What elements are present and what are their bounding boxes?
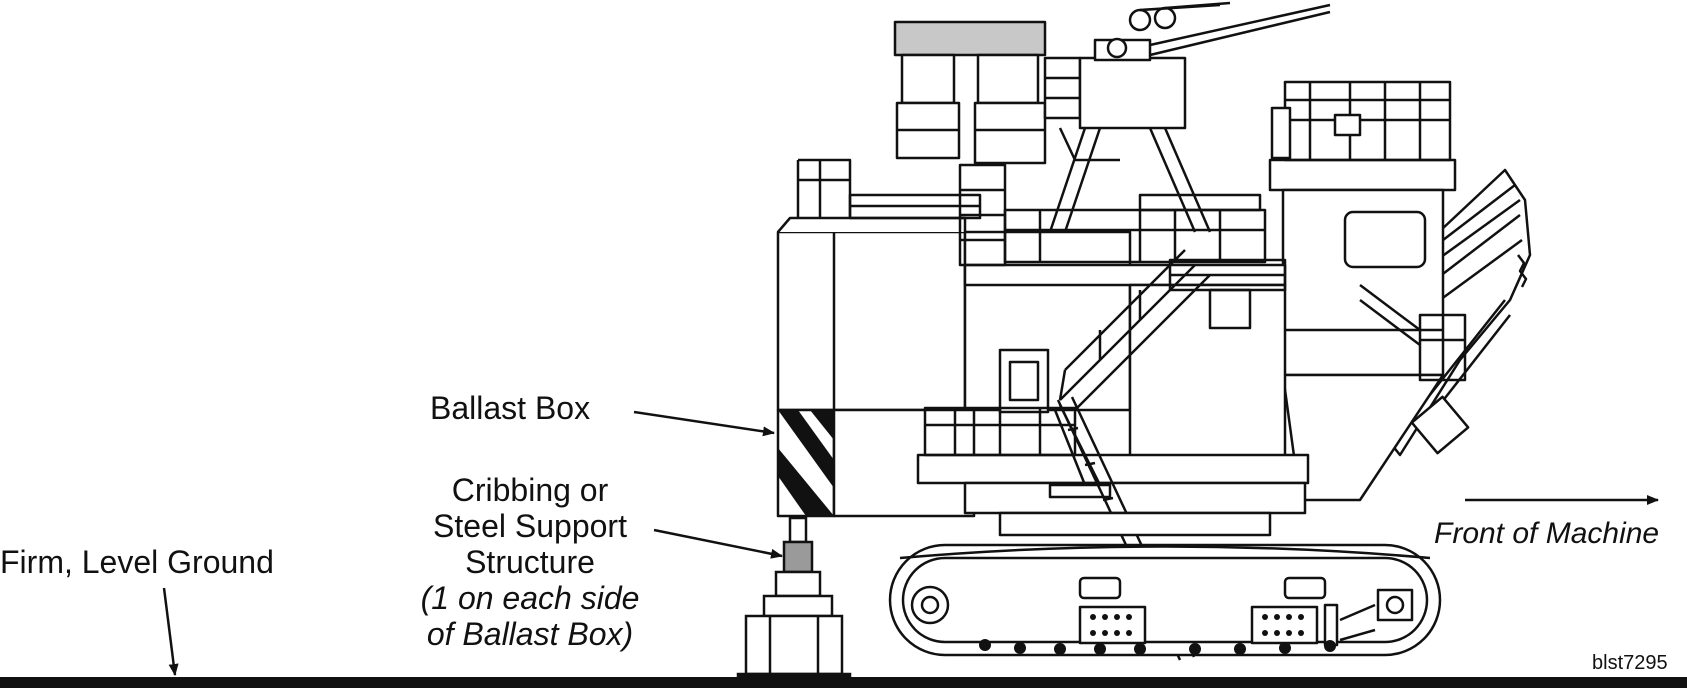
firm-level-ground-label: Firm, Level Ground — [0, 544, 274, 580]
machine-house — [776, 216, 1310, 518]
leader-arrows — [162, 410, 1659, 676]
ground-arrow — [162, 587, 179, 676]
ballast-box-arrow — [633, 410, 775, 437]
cribbing-note-line2: of Ballast Box) — [426, 616, 634, 652]
crawler-track — [888, 511, 1442, 657]
figure-code: blst7295 — [1592, 652, 1668, 674]
cribbing-label: Cribbing or Steel Support Structure (1 o… — [380, 472, 680, 652]
cribbing-note-line1: (1 on each side — [420, 580, 640, 616]
operator-cab — [1268, 80, 1457, 502]
track-pads — [979, 614, 1336, 655]
cribbing-label-line2: Steel Support — [433, 508, 627, 544]
ground-line — [0, 677, 1687, 688]
exhaust-stacks — [893, 20, 1047, 165]
ballast-box-label: Ballast Box — [430, 390, 591, 426]
cribbing-support — [736, 516, 852, 682]
stairway — [1058, 249, 1467, 411]
roof-railing — [796, 158, 1267, 267]
cribbing-label-line3: Structure — [465, 544, 595, 580]
gantry-a-frame — [1043, 1, 1331, 233]
front-of-machine-label: Front of Machine — [1434, 517, 1660, 550]
cribbing-arrow — [653, 528, 783, 559]
mining-shovel — [776, 1, 1532, 661]
cribbing-label-line1: Cribbing or — [451, 472, 609, 508]
